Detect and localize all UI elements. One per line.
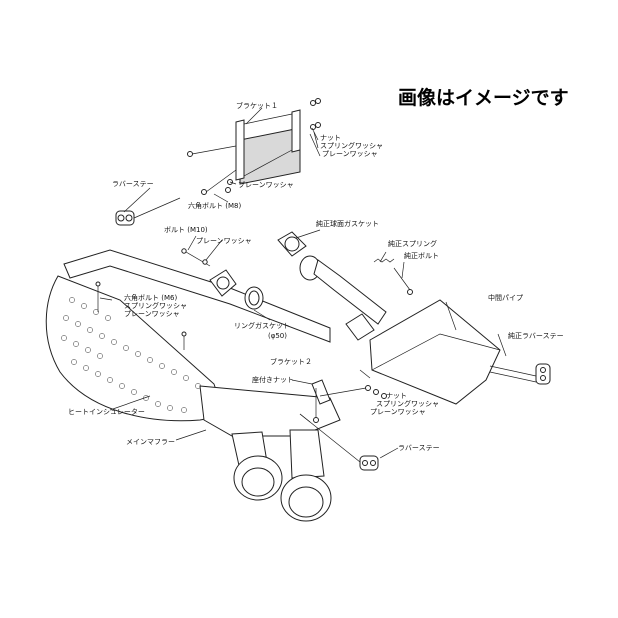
label-plain-washer-b: プレーンワッシャ — [238, 181, 294, 189]
label-bolt-m10: ボルト (M10) — [164, 226, 208, 234]
label-plain-washer-a: プレーンワッシャ — [322, 150, 378, 158]
heat-insulator-holes — [61, 297, 201, 413]
bracket-2-assembly — [299, 379, 387, 471]
main-muffler-assembly — [45, 249, 341, 522]
label-bracket-2: ブラケット２ — [270, 357, 312, 366]
label-oem-bolt: 純正ボルト — [404, 251, 439, 260]
bracket-2 — [311, 379, 331, 405]
image-notice-banner: 画像はイメージです — [398, 86, 569, 109]
label-oem-spring: 純正スプリング — [388, 239, 437, 248]
bracket-1-assembly — [187, 98, 321, 195]
label-ring-gasket-size: (φ50) — [268, 332, 287, 340]
label-spring-washer-c: スプリングワッシャ — [376, 399, 439, 408]
rubber-stay-right — [359, 455, 379, 471]
label-main-muffler: メインマフラー — [126, 438, 175, 446]
label-nut-b: ナット — [386, 392, 407, 400]
body-mount-plate — [239, 127, 301, 185]
center-pipe-assembly — [277, 231, 551, 405]
label-rubber-stay-b: ラバーステー — [398, 444, 440, 452]
rubber-stay-left — [115, 197, 181, 226]
oem-rubber-stay — [535, 363, 551, 385]
center-muffler — [369, 299, 501, 405]
label-oem-gasket: 純正球面ガスケット — [316, 219, 379, 228]
label-nut-a: ナット — [320, 134, 341, 142]
label-center-pipe: 中間パイプ — [488, 293, 523, 302]
label-plain-washer-e: プレーンワッシャ — [370, 408, 426, 416]
label-hex-bolt-m6: 六角ボルト (M6) — [124, 293, 177, 302]
insulator-bolts — [95, 281, 187, 350]
label-seat-nut: 座付きナット — [252, 375, 294, 384]
label-plain-washer-c: プレーンワッシャ — [196, 237, 252, 245]
label-hex-bolt-m8: 六角ボルト (M8) — [188, 201, 241, 210]
bracket-1 — [235, 119, 245, 181]
label-rubber-stay-a: ラバーステー — [112, 180, 154, 188]
label-ring-gasket: リングガスケット — [234, 321, 290, 330]
label-oem-rubber-stay: 純正ラバーステー — [508, 331, 564, 340]
leader-lines — [99, 107, 507, 459]
label-plain-washer-d: プレーンワッシャ — [124, 310, 180, 318]
label-bracket-1: ブラケット１ — [236, 101, 278, 110]
label-heat-insulator: ヒートインシュレーター — [68, 407, 145, 416]
label-spring-washer-b: スプリングワッシャ — [124, 301, 187, 310]
front-flange-assembly — [181, 248, 264, 310]
label-spring-washer-a: スプリングワッシャ — [320, 141, 383, 150]
